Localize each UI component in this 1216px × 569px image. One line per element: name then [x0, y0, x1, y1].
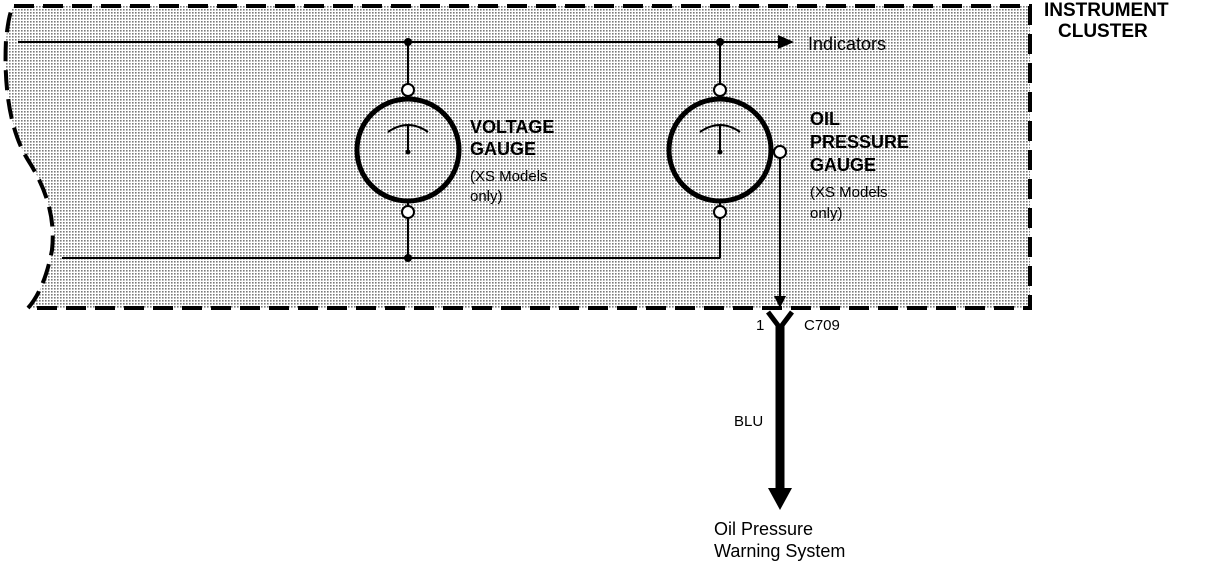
oil-gauge-note-2: only)	[810, 205, 843, 222]
connector-pin: 1	[756, 317, 764, 334]
voltage-gauge-note-1: (XS Models	[470, 168, 548, 185]
voltage-gauge	[354, 38, 462, 262]
voltage-gauge-label-2: GAUGE	[470, 139, 536, 159]
oil-pressure-gauge	[666, 38, 787, 308]
indicators-arrow	[778, 35, 794, 49]
cluster-title-2: CLUSTER	[1058, 21, 1148, 42]
voltage-gauge-note-2: only)	[470, 188, 503, 205]
destination-label-1: Oil Pressure	[714, 519, 813, 539]
oil-gauge-label-2: PRESSURE	[810, 132, 909, 152]
oil-gauge-label-3: GAUGE	[810, 155, 876, 175]
voltage-gauge-label-1: VOLTAGE	[470, 117, 554, 137]
oil-gauge-note-1: (XS Models	[810, 184, 888, 201]
connector-c709	[766, 310, 794, 333]
connector-id: C709	[804, 317, 840, 334]
oil-gauge-label-1: OIL	[810, 109, 840, 129]
indicators-label: Indicators	[808, 34, 886, 54]
wire-color-label: BLU	[734, 413, 763, 430]
cluster-title-1: INSTRUMENT	[1044, 0, 1169, 21]
cluster-boundary	[3, 4, 1032, 310]
blu-wire-arrow	[768, 488, 792, 510]
destination-label-2: Warning System	[714, 541, 845, 561]
